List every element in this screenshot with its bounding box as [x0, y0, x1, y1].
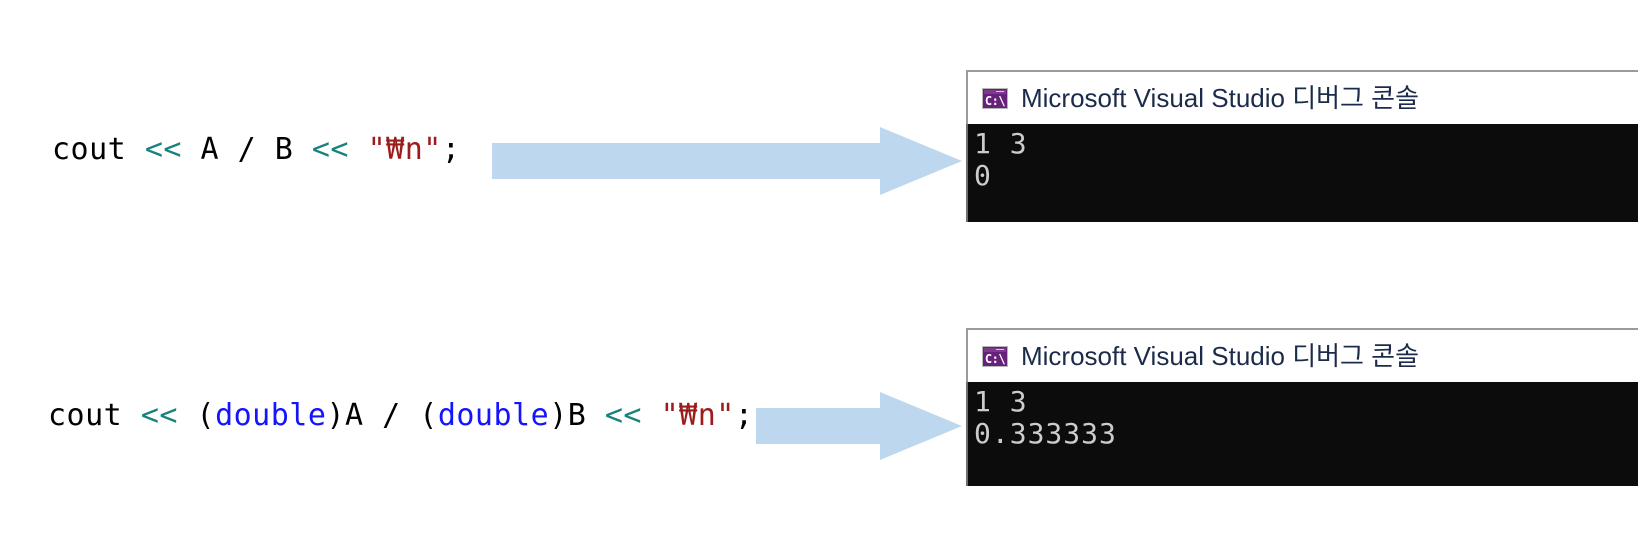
code-snippet-2: cout << (double)A / (double)B << "₩n"; — [48, 399, 753, 433]
code-token: ; — [441, 132, 461, 167]
code-token: cout — [48, 398, 141, 433]
code-token-keyword: double — [215, 398, 327, 433]
flow-arrow-1 — [492, 127, 962, 195]
console-titlebar[interactable]: C:\ Microsoft Visual Studio 디버그 콘솔 — [966, 328, 1638, 382]
console-title: Microsoft Visual Studio 디버그 콘솔 — [1021, 341, 1420, 371]
won-sign-glyph: ₩ — [386, 132, 405, 167]
console-icon-titlebar — [984, 347, 1006, 352]
code-token-operator: << — [604, 398, 642, 433]
code-token: )A / ( — [326, 398, 438, 433]
console-icon-prompt-glyph: C:\ — [984, 351, 1006, 366]
code-token: A / B — [181, 132, 312, 167]
debug-console-window-2[interactable]: C:\ Microsoft Visual Studio 디버그 콘솔 1 3 0… — [966, 328, 1638, 486]
console-output-area: 1 3 0.333333 — [966, 382, 1638, 486]
console-output-area: 1 3 0 — [966, 124, 1638, 222]
won-sign-glyph: ₩ — [679, 398, 698, 433]
code-token — [349, 132, 368, 167]
console-icon-prompt-glyph: C:\ — [984, 93, 1006, 108]
code-token-string: "₩n" — [660, 398, 735, 433]
code-token — [642, 398, 661, 433]
code-snippet-1: cout << A / B << "₩n"; — [52, 133, 460, 167]
console-icon-titlebar — [984, 89, 1006, 94]
right-block-arrow-shape — [492, 127, 962, 195]
code-token-operator: << — [140, 398, 178, 433]
code-token-operator: << — [311, 132, 349, 167]
code-token: cout — [52, 132, 145, 167]
right-block-arrow-shape — [756, 392, 962, 460]
code-token-string: "₩n" — [367, 132, 442, 167]
flow-arrow-2 — [756, 392, 962, 460]
console-title: Microsoft Visual Studio 디버그 콘솔 — [1021, 83, 1420, 113]
console-output-line: 1 3 — [974, 127, 1028, 160]
code-token: )B — [549, 398, 605, 433]
code-token-operator: << — [144, 132, 182, 167]
code-token-keyword: double — [437, 398, 550, 433]
console-window-icon: C:\ — [982, 345, 1008, 367]
code-token: ; — [734, 398, 754, 433]
debug-console-window-1[interactable]: C:\ Microsoft Visual Studio 디버그 콘솔 1 3 0 — [966, 70, 1638, 222]
console-output-line: 0.333333 — [974, 417, 1117, 450]
console-titlebar[interactable]: C:\ Microsoft Visual Studio 디버그 콘솔 — [966, 70, 1638, 124]
code-token: ( — [177, 398, 216, 433]
console-output-line: 1 3 — [974, 385, 1028, 418]
console-output-line: 0 — [974, 159, 992, 192]
console-window-icon: C:\ — [982, 87, 1008, 109]
